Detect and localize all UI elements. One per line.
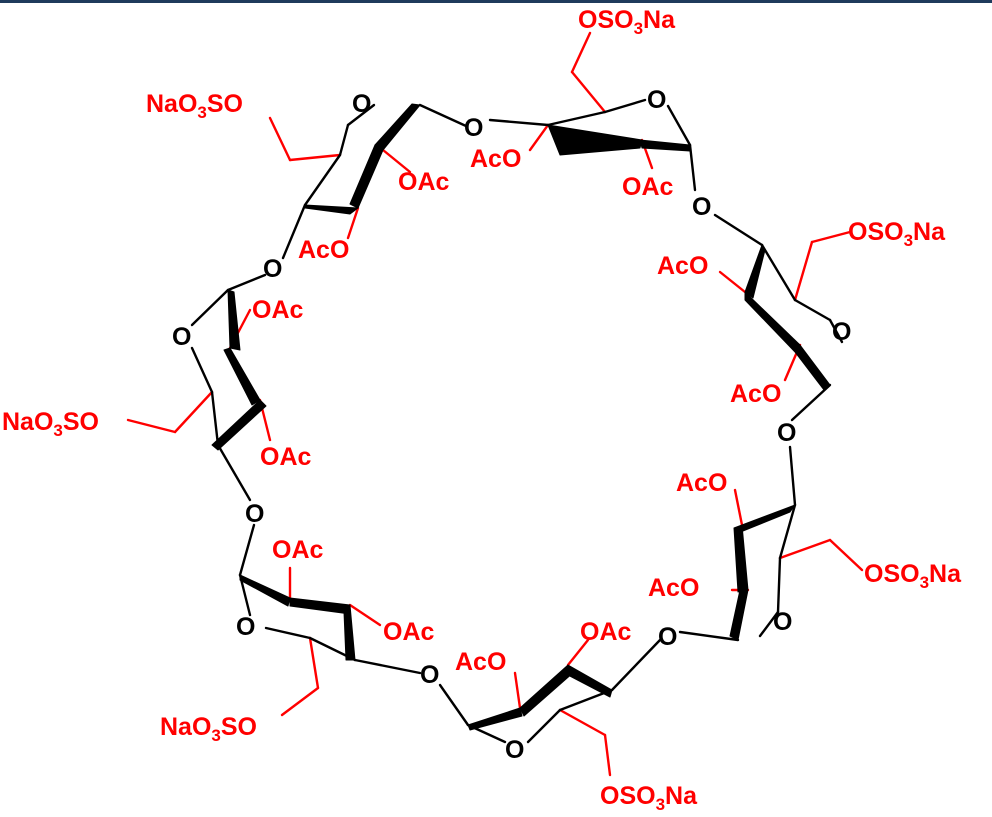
backbone-bonds xyxy=(190,98,844,744)
ring-oxygen-1: O xyxy=(647,86,666,114)
glycosidic-oxygen-6: O xyxy=(777,419,796,447)
sulfate-label-lower-left: NaO3SO xyxy=(160,713,257,745)
glycosidic-oxygen-4: O xyxy=(420,661,439,689)
acetate-label: AcO xyxy=(657,252,708,280)
sulfate-label-top: OSO3Na xyxy=(578,6,676,38)
acetate-label: AcO xyxy=(648,574,699,602)
ring-oxygen-7: O xyxy=(832,318,851,346)
sulfate-label-left: NaO3SO xyxy=(2,408,99,440)
sulfate-label-bottom: OSO3Na xyxy=(600,782,698,814)
acetate-label: OAc xyxy=(398,168,450,196)
acetate-label: AcO xyxy=(455,648,506,676)
top-bar xyxy=(0,0,992,3)
glycosidic-oxygen-1: O xyxy=(464,114,483,142)
acetate-label: OAc xyxy=(252,296,304,324)
ring-oxygen-3: O xyxy=(172,323,191,351)
glycosidic-oxygen-2: O xyxy=(263,255,282,283)
ring-oxygen-4: O xyxy=(236,613,255,641)
ring-oxygen-2: O xyxy=(352,90,371,118)
acetate-label: AcO xyxy=(298,236,349,264)
acetate-label: AcO xyxy=(730,380,781,408)
acetate-label: OAc xyxy=(383,618,435,646)
acetate-label: OAc xyxy=(622,173,674,201)
acetate-label: OAc xyxy=(272,536,324,564)
wedge-bonds xyxy=(211,103,831,731)
ring-oxygen-6: O xyxy=(773,608,792,636)
sulfate-label-upper-right: OSO3Na xyxy=(848,218,946,250)
glycosidic-oxygen-3: O xyxy=(245,500,264,528)
acetate-label: AcO xyxy=(470,145,521,173)
acetate-labels: AcO OAc OAc AcO AcO AcO OAc OAc AcO AcO … xyxy=(252,145,781,676)
glycosidic-oxygen-5: O xyxy=(658,623,677,651)
substituent-bonds xyxy=(126,31,864,777)
acetate-label: AcO xyxy=(676,469,727,497)
sulfate-label-lower-right: OSO3Na xyxy=(864,560,962,592)
glycosidic-oxygen-7: O xyxy=(692,193,711,221)
sulfate-label-upper-left: NaO3SO xyxy=(146,90,243,122)
acetate-label: OAc xyxy=(580,618,632,646)
ring-oxygen-5: O xyxy=(505,736,524,764)
oxygen-labels: O O O O O O O O O O O O O O xyxy=(172,86,851,764)
sulfate-labels: OSO3Na NaO3SO OSO3Na NaO3SO OSO3Na NaO3S… xyxy=(2,6,962,814)
acetate-label: OAc xyxy=(260,443,312,471)
